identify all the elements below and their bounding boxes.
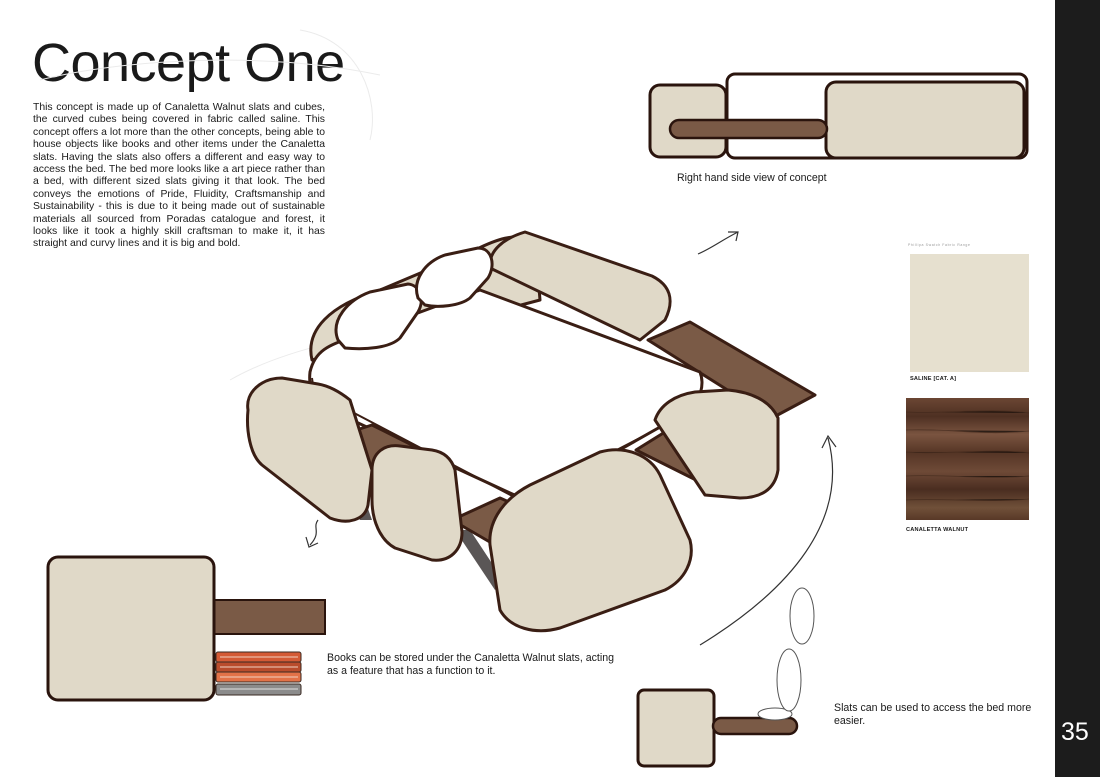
- saline-swatch-header: Phillipa Swatch Fabric Range: [908, 243, 971, 247]
- arrow-icon-top: [697, 231, 739, 255]
- access-view-slat: [711, 716, 799, 736]
- books-caption: Books can be stored under the Canaletta …: [327, 652, 614, 677]
- side-view-caption: Right hand side view of concept: [677, 172, 827, 184]
- side-view-sketch: [648, 72, 1029, 160]
- headboard-right: [488, 230, 672, 342]
- pillow-right: [415, 246, 494, 308]
- books-view-cube: [46, 555, 216, 702]
- page-number: 35: [1061, 718, 1089, 746]
- intro-paragraph: This concept is made up of Canaletta Wal…: [33, 102, 325, 250]
- bed-isometric-sketch: [246, 230, 817, 633]
- slats-caption: Slats can be used to access the bed more…: [834, 702, 1032, 727]
- stepping-figure-icon: [757, 587, 815, 721]
- access-view-cube: [636, 688, 716, 768]
- saline-fabric-swatch: [910, 254, 1029, 372]
- page-sidebar: [1055, 0, 1100, 777]
- slat-access-sketch: [636, 587, 815, 768]
- fabric-cube-right: [653, 388, 780, 500]
- book-stack-icon: [215, 651, 302, 696]
- fabric-block-front-right: [488, 448, 693, 633]
- canaletta-walnut-swatch: [906, 398, 1029, 520]
- side-view-slat: [668, 118, 829, 140]
- books-view-slat: [213, 599, 326, 635]
- arrow-icon-swoop: [699, 434, 837, 646]
- side-view-mattress: [824, 80, 1026, 160]
- books-storage-sketch: [46, 555, 326, 702]
- arrow-icon-left: [305, 519, 319, 548]
- sketch-canvas: [39, 29, 1030, 768]
- saline-swatch-label: SALINE [CAT. A]: [910, 376, 957, 382]
- fabric-cube-front-middle: [370, 444, 464, 562]
- walnut-swatch-label: CANALETTA WALNUT: [906, 527, 969, 533]
